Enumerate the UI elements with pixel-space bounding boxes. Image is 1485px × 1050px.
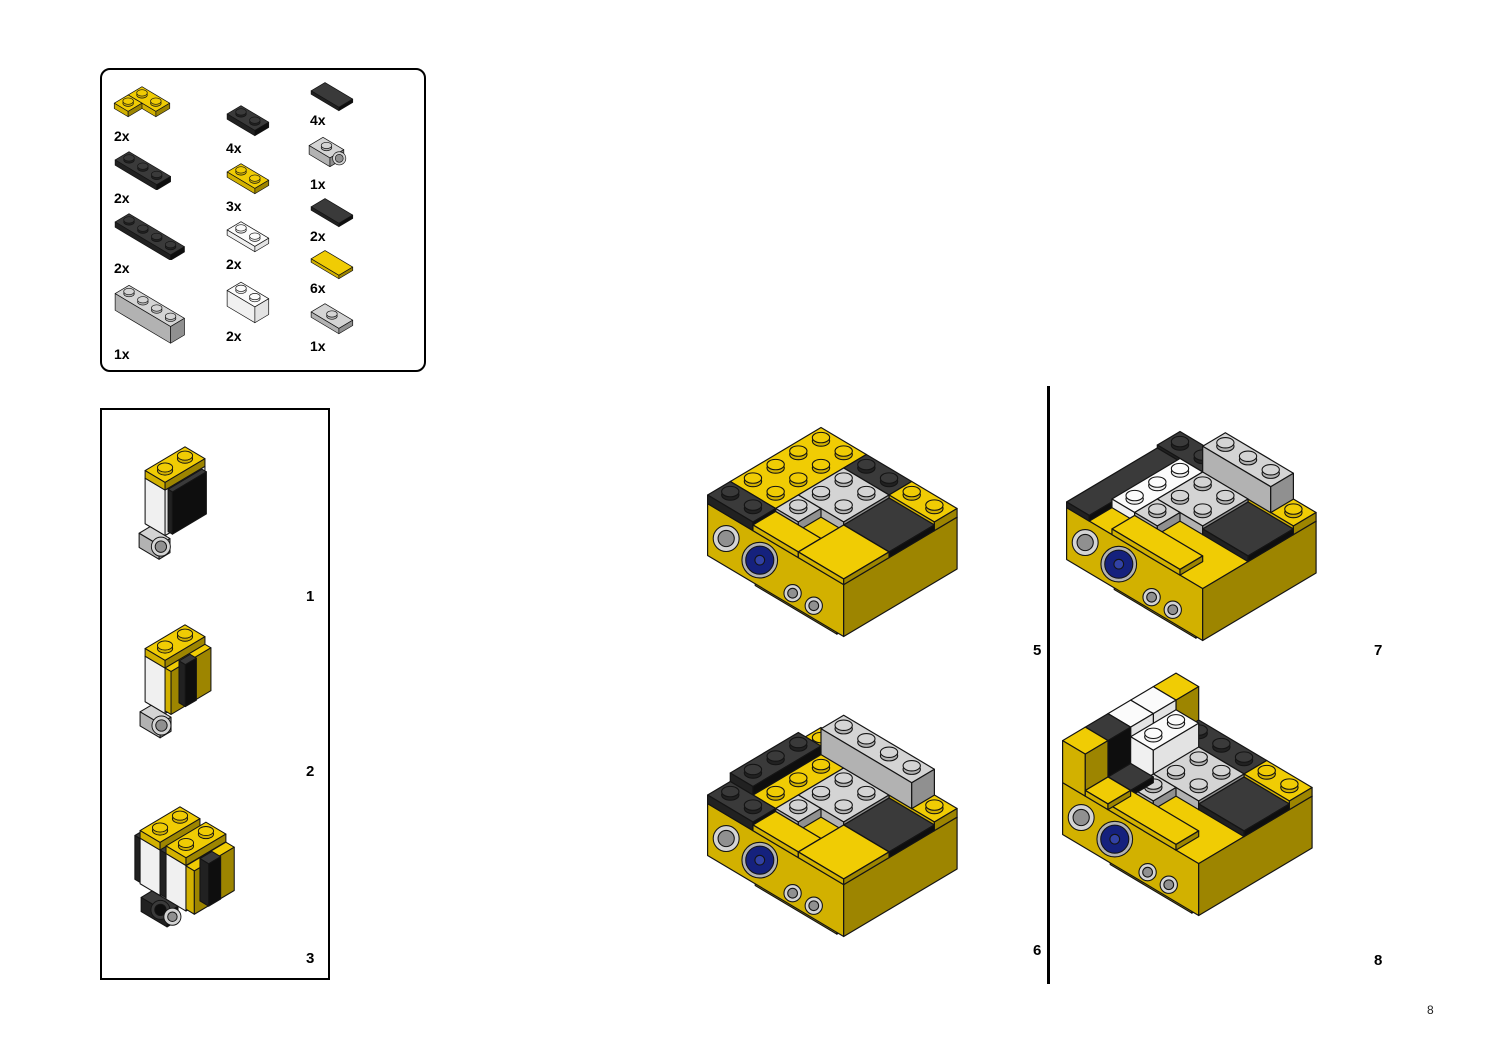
part-list-item: 4x xyxy=(224,100,302,158)
part-qty: 4x xyxy=(226,140,242,156)
part-qty: 1x xyxy=(310,338,326,354)
part-image-black-plate-1x4 xyxy=(114,213,185,260)
sub-step-2-label: 2 xyxy=(306,763,315,780)
part-qty: 6x xyxy=(310,280,326,296)
part-qty: 2x xyxy=(226,328,242,344)
part-image-yellow-corner-plate xyxy=(113,86,171,118)
step-8-label: 8 xyxy=(1374,952,1383,969)
part-list-item: 1x xyxy=(308,298,386,356)
part-image-gray-jumper-plate xyxy=(310,303,354,335)
parts-column-3: 4x 1x 2x 6x 1x xyxy=(308,78,386,366)
part-qty: 4x xyxy=(310,112,326,128)
sub-step-1-build-image xyxy=(138,446,207,560)
parts-list-panel: 2x 2x 2x 1x 4x 3x 2x 2x xyxy=(100,68,426,372)
part-list-item: 2x xyxy=(112,208,216,278)
part-qty: 1x xyxy=(310,176,326,192)
part-list-item: 2x xyxy=(224,274,302,346)
part-list-item: 2x xyxy=(308,194,386,246)
part-list-item: 2x xyxy=(112,78,216,146)
part-list-item: 1x xyxy=(112,278,216,364)
part-qty: 1x xyxy=(114,346,130,362)
parts-column-1: 2x 2x 2x 1x xyxy=(112,78,216,366)
part-qty: 2x xyxy=(114,190,130,206)
part-list-item: 6x xyxy=(308,246,386,298)
page-number: 8 xyxy=(1427,1003,1434,1017)
part-list-item: 1x xyxy=(308,130,386,194)
part-image-gray-camera-plate xyxy=(308,136,347,168)
part-image-black-tile-1x2 xyxy=(310,82,354,112)
step-6-label: 6 xyxy=(1033,942,1042,959)
part-qty: 2x xyxy=(310,228,326,244)
part-image-gray-brick-1x4 xyxy=(114,285,185,344)
part-image-black-tile-1x2 xyxy=(310,198,354,228)
step-7-build-image xyxy=(1066,430,1317,642)
parts-column-2: 4x 3x 2x 2x xyxy=(224,78,302,366)
step-5-label: 5 xyxy=(1033,642,1042,659)
step-6-build-image xyxy=(707,714,958,938)
sub-assembly-panel: 1 2 3 xyxy=(100,408,330,980)
part-qty: 2x xyxy=(114,260,130,276)
sub-step-2-build-image xyxy=(139,624,212,739)
part-qty: 2x xyxy=(226,256,242,272)
sub-step-3-label: 3 xyxy=(306,950,315,967)
sub-step-1-label: 1 xyxy=(306,588,315,605)
part-list-item: 4x xyxy=(308,78,386,130)
part-image-black-plate-1x3 xyxy=(114,151,171,190)
step-divider-line xyxy=(1047,386,1050,984)
part-qty: 2x xyxy=(114,128,130,144)
step-7-label: 7 xyxy=(1374,642,1383,659)
part-image-yellow-plate-1x2 xyxy=(226,163,270,195)
step-8-build-image xyxy=(1062,672,1313,917)
part-image-yellow-tile-1x2 xyxy=(310,250,354,280)
part-image-black-plate-1x2 xyxy=(226,105,270,137)
step-5-build-image xyxy=(707,426,958,638)
part-qty: 3x xyxy=(226,198,242,214)
part-list-item: 2x xyxy=(224,216,302,274)
sub-step-3-build-image xyxy=(134,806,235,928)
part-image-trans-plate-1x2 xyxy=(226,221,270,253)
part-list-item: 2x xyxy=(112,146,216,208)
part-image-trans-brick-1x2 xyxy=(226,281,270,324)
part-list-item: 3x xyxy=(224,158,302,216)
